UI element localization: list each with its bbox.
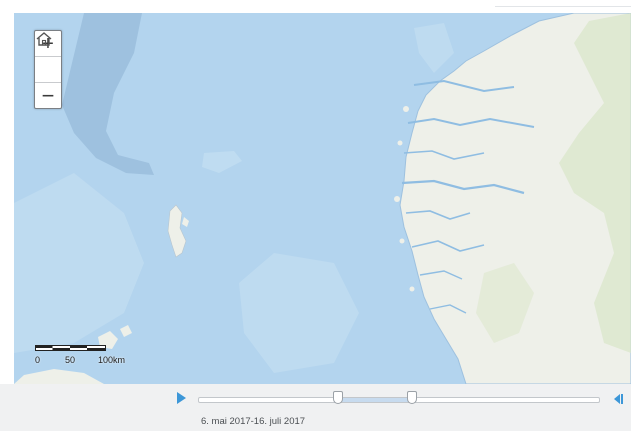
play-icon[interactable] [177,392,186,404]
skip-forward-icon[interactable] [612,393,624,405]
island-land [98,331,118,349]
fjord [407,117,535,128]
island-land [167,204,187,258]
deep-sea-area [62,13,154,175]
fjord [403,150,485,160]
map-view[interactable]: + − 0 50 100km [14,13,631,384]
island-land [182,217,189,227]
fjord [405,210,471,220]
scale-bar-graphic [35,345,106,351]
norway-land [399,13,631,384]
top-bar [0,0,631,13]
fjord [419,270,463,280]
scale-bar: 0 50 100km [35,345,145,375]
coast-land [14,369,104,384]
shallow-bank [14,173,144,353]
time-range-label: 6. mai 2017-16. juli 2017 [201,416,306,427]
shallow-bank [202,151,242,173]
island-land [403,106,409,112]
fjord [401,179,525,195]
island-land [409,286,415,292]
time-slider-start-thumb[interactable] [333,391,343,404]
basemap [14,13,631,384]
forest-area [559,13,631,353]
scale-label-50: 50 [65,355,76,365]
fjord [411,240,485,252]
forest-area [476,263,534,343]
scale-label-100km: 100km [98,355,126,365]
fjord [429,304,467,314]
time-slider-end-thumb[interactable] [407,391,417,404]
shallow-bank [239,253,359,373]
shallow-bank [414,23,454,73]
zoom-in-button[interactable]: + [42,32,54,55]
home-button[interactable] [35,32,61,82]
island-land [394,196,400,202]
time-slider-track[interactable] [198,397,600,403]
island-land [399,238,405,244]
home-icon [36,32,52,46]
time-slider-panel [0,384,631,431]
island-land [120,325,132,337]
fjord [413,79,515,93]
top-divider [495,6,631,7]
scale-label-0: 0 [35,355,41,365]
selected-time-range [342,398,416,402]
zoom-control: + − [34,30,62,109]
island-land [397,140,403,146]
zoom-out-button[interactable]: − [35,82,61,108]
